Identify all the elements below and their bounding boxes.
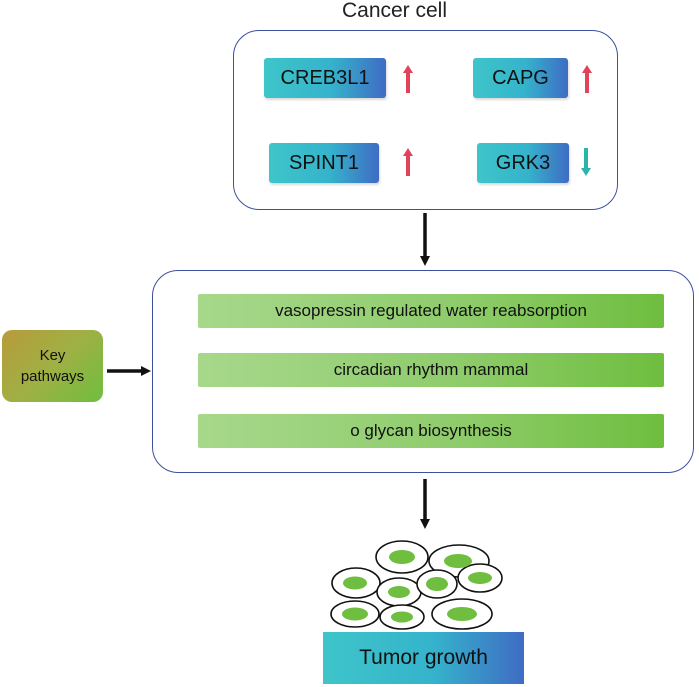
down-arrow-icon [581, 148, 591, 176]
up-arrow-icon [403, 148, 413, 176]
pathway-vasopressin: vasopressin regulated water reabsorption [198, 294, 664, 328]
arrow-icon [420, 213, 430, 266]
arrow-icon [420, 479, 430, 529]
gene-capg: CAPG [473, 58, 568, 98]
gene-grk3: GRK3 [477, 143, 569, 183]
arrow-icon [107, 366, 151, 376]
key-pathways-box: Key pathways [2, 330, 103, 402]
gene-creb3l1: CREB3L1 [264, 58, 386, 98]
gene-spint1: SPINT1 [269, 143, 379, 183]
diagram-title: Cancer cell [341, 0, 448, 22]
tumor-cell-nuclei [342, 550, 492, 623]
pathway-o-glycan: o glycan biosynthesis [198, 414, 664, 448]
key-label-line2: pathways [20, 368, 85, 385]
up-arrow-icon [403, 65, 413, 93]
tumor-growth-box: Tumor growth [323, 632, 524, 684]
key-label-line1: Key [39, 347, 66, 364]
up-arrow-icon [582, 65, 592, 93]
pathway-circadian: circadian rhythm mammal [198, 353, 664, 387]
